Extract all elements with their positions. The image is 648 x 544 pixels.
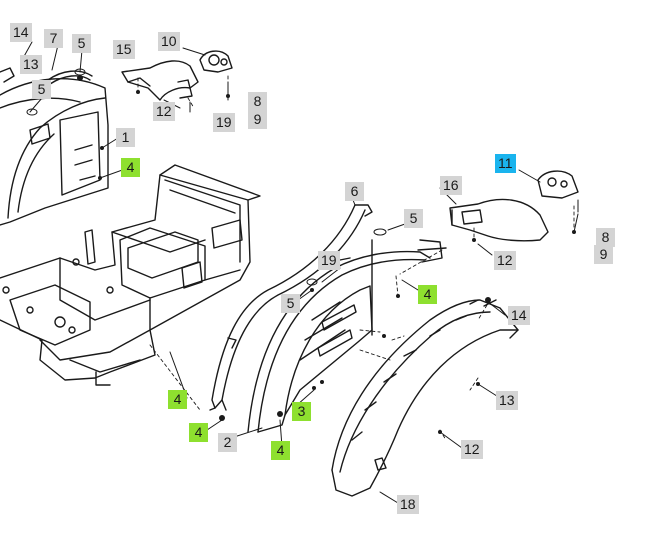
part-chassis-frame — [0, 164, 261, 386]
part-gauge-11 — [537, 170, 579, 199]
callout-12-bottom: 12 — [461, 440, 483, 459]
callout-7: 7 — [44, 29, 63, 48]
part-outer-fender-18 — [331, 299, 519, 497]
hardware-dots — [77, 75, 576, 434]
part-trim-7 — [0, 67, 93, 85]
callout-2: 2 — [218, 433, 237, 452]
callout-9-right: 9 — [594, 245, 613, 264]
callout-10: 10 — [158, 32, 180, 51]
callout-5-top: 5 — [72, 34, 91, 53]
part-side-panel — [0, 78, 109, 226]
callout-14-top-left: 14 — [10, 23, 32, 42]
part-inner-fender-2 — [247, 239, 447, 433]
callout-4-bottom-mid: 4 — [271, 441, 290, 460]
part-rail-6 — [209, 204, 373, 411]
callout-4-top: 4 — [121, 158, 140, 177]
callout-15: 15 — [113, 40, 135, 59]
callout-18: 18 — [397, 495, 419, 514]
assembly-lines — [137, 75, 575, 441]
callout-8-right: 8 — [596, 228, 615, 247]
callout-4-lower-left: 4 — [168, 390, 187, 409]
callout-3: 3 — [292, 402, 311, 421]
callout-13-right: 13 — [496, 391, 518, 410]
callout-4-mid-right: 4 — [418, 285, 437, 304]
part-shroud-16 — [449, 198, 549, 242]
callout-13-top-left: 13 — [20, 55, 42, 74]
callout-1: 1 — [116, 128, 135, 147]
callout-14-right: 14 — [508, 306, 530, 325]
callout-19-top: 19 — [213, 113, 235, 132]
callout-8-top: 8 — [248, 92, 267, 111]
callout-5-mid: 5 — [404, 209, 423, 228]
callout-12-top: 12 — [153, 102, 175, 121]
callout-5-left: 5 — [32, 80, 51, 99]
leader-lines — [21, 41, 579, 504]
callout-19-mid: 19 — [318, 251, 340, 270]
callout-5-lower: 5 — [281, 294, 300, 313]
callout-4-bottom-left: 4 — [189, 423, 208, 442]
callout-9-top: 9 — [248, 110, 267, 129]
part-gauge-10 — [199, 50, 233, 73]
part-shroud-15 — [121, 60, 199, 101]
callout-12-right: 12 — [494, 251, 516, 270]
callout-11: 11 — [495, 154, 516, 173]
washer-rings — [26, 68, 387, 286]
callout-16: 16 — [440, 176, 462, 195]
callout-6: 6 — [345, 182, 364, 201]
